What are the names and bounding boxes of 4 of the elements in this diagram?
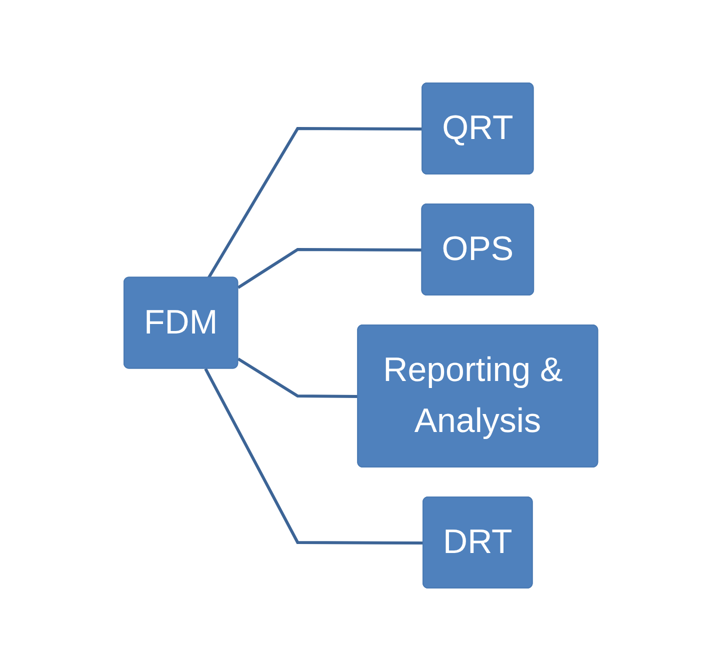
connector: [238, 358, 358, 398]
connector: [208, 127, 423, 279]
connector: [204, 368, 424, 544]
connector: [238, 248, 422, 289]
